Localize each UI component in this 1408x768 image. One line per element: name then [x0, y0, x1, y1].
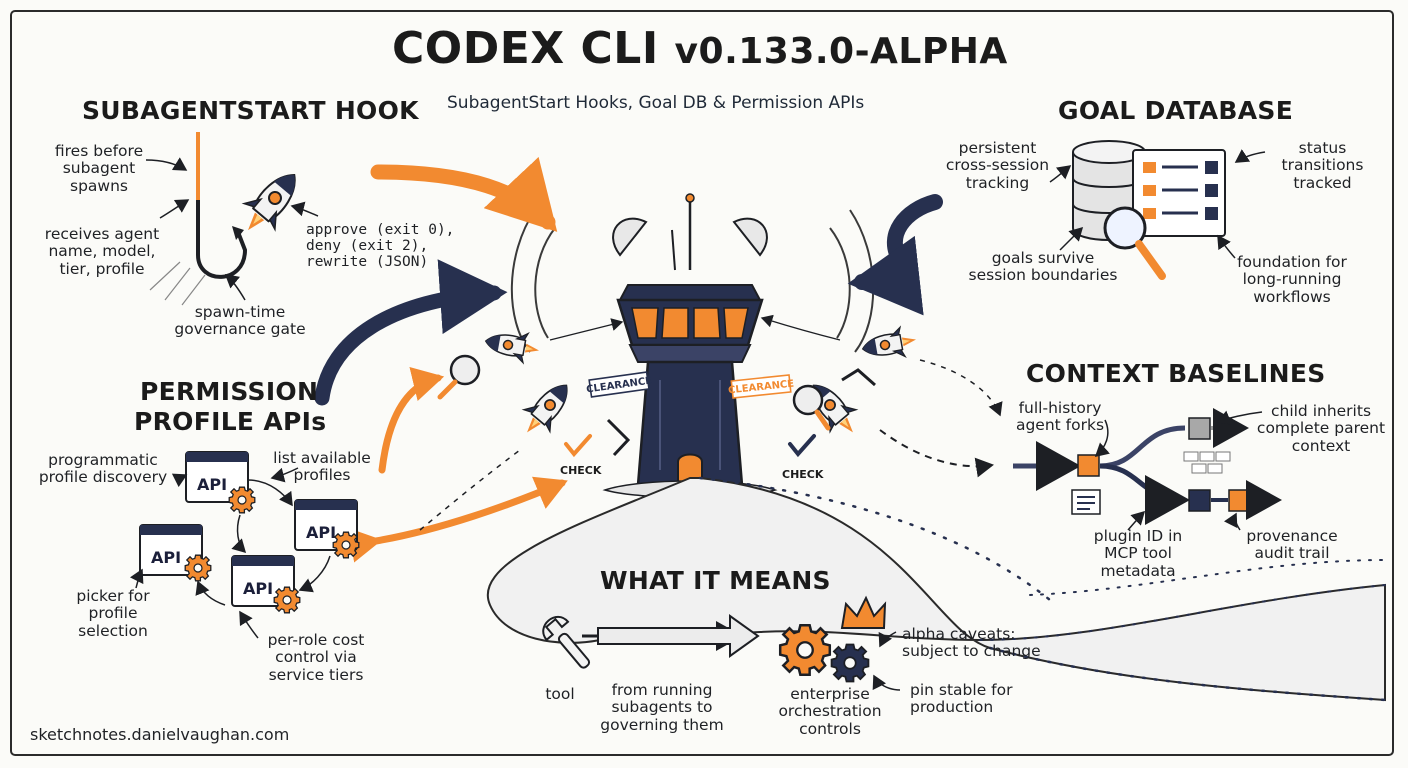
check-label-left: CHECK — [560, 464, 602, 477]
context-forks: full-history agent forks — [1015, 399, 1105, 435]
robot-arm — [606, 368, 876, 457]
context-heading: CONTEXT BASELINES — [1026, 359, 1326, 388]
hook-gate: spawn-time governance gate — [174, 303, 306, 339]
permissions-heading-line1: PERMISSION — [140, 377, 319, 406]
context-provenance: provenance audit trail — [1246, 527, 1338, 563]
permissions-picker: picker for profile selection — [76, 587, 150, 640]
permissions-list: list available profiles — [273, 449, 371, 485]
clearance-stamp-left: CLEARANCE — [586, 371, 653, 398]
hook-icon — [149, 132, 248, 306]
checklist-icon — [1132, 149, 1226, 237]
meaning-pin: pin stable for production — [910, 681, 1013, 717]
permissions-cost: per-role cost control via service tiers — [267, 631, 365, 684]
title-version: v0.133.0-ALPHA — [674, 31, 1008, 72]
hook-decisions: approve (exit 0), deny (exit 2), rewrite… — [306, 222, 455, 271]
hook-fires-before: fires before subagent spawns — [54, 142, 144, 195]
meaning-running: from running subagents to governing them — [600, 681, 724, 734]
permissions-discovery: programmatic profile discovery — [38, 451, 168, 487]
title-main: CODEX CLI — [392, 23, 659, 74]
api-label: API — [306, 523, 336, 542]
magnifier-icon — [1103, 206, 1166, 280]
context-inherits: child inherits complete parent context — [1256, 402, 1386, 455]
api-label: API — [151, 548, 181, 567]
check-label-right: CHECK — [782, 468, 824, 481]
hook-heading: SUBAGENTSTART HOOK — [82, 96, 419, 125]
crown-icon — [840, 595, 887, 629]
orange-double-arrow — [348, 476, 568, 563]
magnifier-icon — [437, 354, 831, 431]
meaning-enterprise: enterprise orchestration controls — [778, 685, 882, 738]
checkmark-icon — [564, 434, 592, 458]
navy-arrow-top-right — [847, 194, 943, 316]
navy-arrow-left — [314, 259, 508, 406]
page-subtitle: SubagentStart Hooks, Goal DB & Permissio… — [447, 93, 865, 113]
meaning-heading: WHAT IT MEANS — [600, 566, 831, 595]
orange-arrow-permissions — [378, 366, 445, 474]
rocket-icon — [513, 373, 581, 445]
goal-db-persistent: persistent cross-session tracking — [945, 139, 1050, 192]
hook-receives: receives agent name, model, tier, profil… — [44, 225, 160, 278]
footer-url: sketchnotes.danielvaughan.com — [30, 725, 290, 744]
api-label: API — [197, 475, 227, 494]
control-tower-icon — [510, 193, 875, 499]
rocket-icon — [482, 325, 543, 366]
goal-db-status: status transitions tracked — [1281, 139, 1364, 192]
meaning-tool: tool — [545, 685, 575, 703]
page-title: CODEX CLI v0.133.0-ALPHA — [392, 24, 1008, 73]
orange-arrow-top-left — [370, 156, 558, 232]
rocket-icon — [231, 161, 311, 245]
hand-drawn-frame — [10, 10, 1394, 756]
permissions-heading-line2: PROFILE APIs — [134, 407, 327, 436]
gears-icon — [778, 623, 870, 683]
wrench-icon — [542, 615, 591, 669]
goal-db-heading: GOAL DATABASE — [1058, 96, 1294, 125]
goal-db-survive: goals survive session boundaries — [968, 249, 1118, 285]
goal-db-foundation: foundation for long-running workflows — [1237, 253, 1347, 306]
api-label: API — [243, 579, 273, 598]
rocket-icon — [859, 324, 920, 365]
meaning-alpha: alpha caveats: subject to change — [902, 625, 1041, 661]
checkmark-icon — [788, 434, 816, 458]
fork-diagram — [1013, 408, 1282, 525]
clearance-stamp-right: CLEARANCE — [728, 374, 795, 399]
context-plugin: plugin ID in MCP tool metadata — [1093, 527, 1183, 580]
